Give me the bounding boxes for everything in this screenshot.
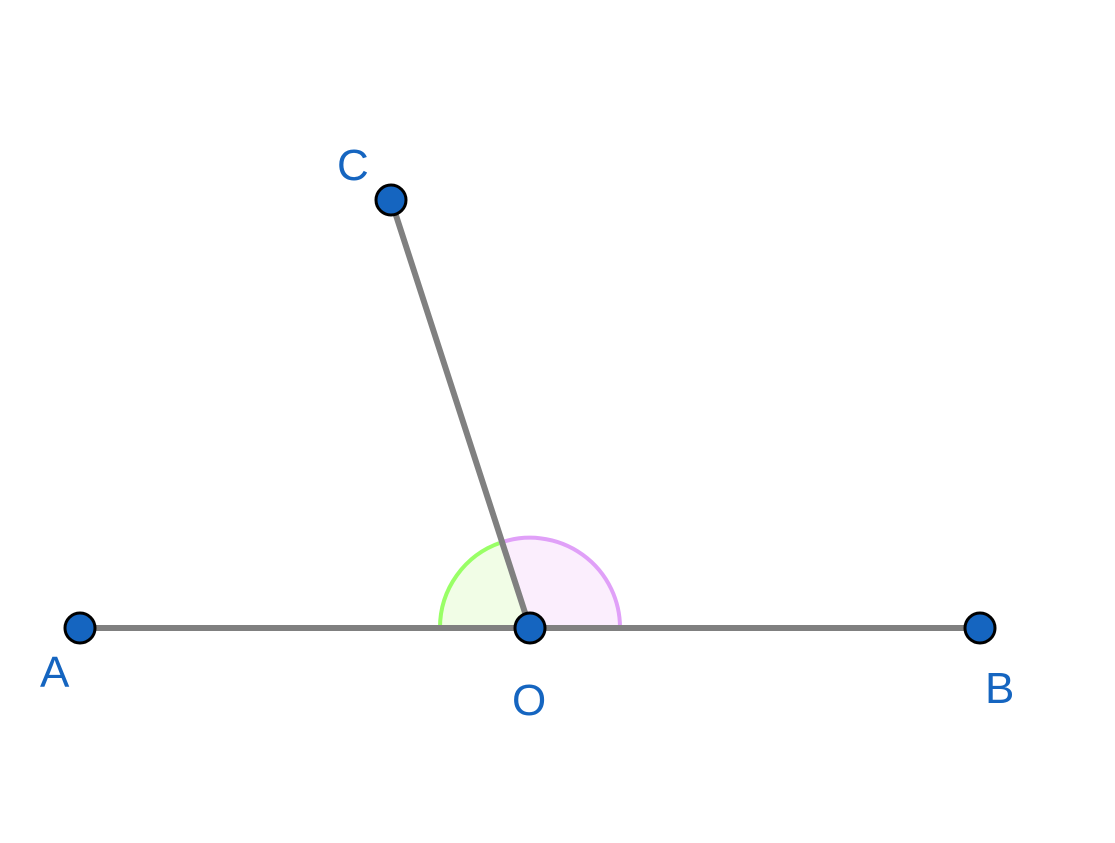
angle-cob-arc xyxy=(498,535,623,630)
label-o: O xyxy=(512,676,546,725)
label-b: B xyxy=(985,664,1014,713)
label-a: A xyxy=(40,648,70,697)
point-a[interactable] xyxy=(63,611,97,645)
point-c[interactable] xyxy=(374,183,408,217)
label-c: C xyxy=(337,141,369,190)
segment-oc xyxy=(388,197,533,631)
point-b[interactable] xyxy=(963,611,997,645)
point-o[interactable] xyxy=(513,611,547,645)
